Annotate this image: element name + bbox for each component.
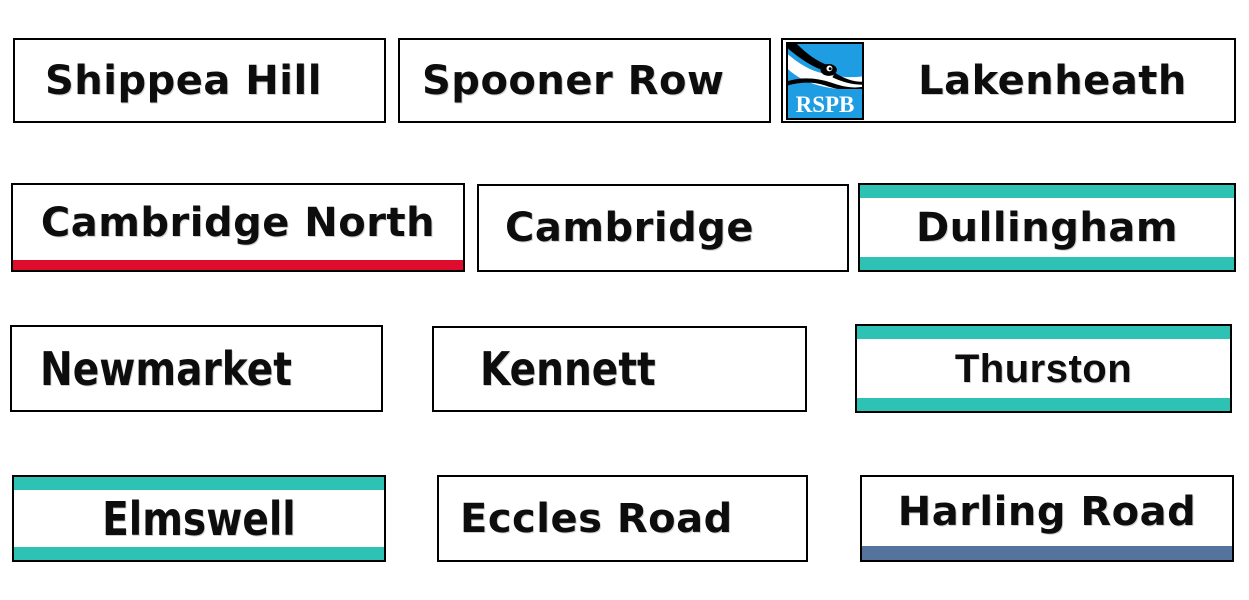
station-sign-spooner-row[interactable]: Spooner Row [398,38,771,123]
station-name: Lakenheath [918,57,1187,104]
station-sign-dullingham[interactable]: Dullingham [858,183,1236,272]
slate-bottom-stripe [862,546,1232,560]
station-name: Cambridge North [40,199,436,246]
station-sign-elmswell[interactable]: Elmswell [12,475,386,562]
station-name: Eccles Road [460,495,733,542]
station-name: Spooner Row [422,57,725,104]
station-sign-cambridge[interactable]: Cambridge [477,184,849,272]
station-name: Elmswell [102,491,296,546]
station-sign-newmarket[interactable]: Newmarket [10,325,383,412]
station-sign-harling-road[interactable]: Harling Road [860,475,1234,562]
station-name: Dullingham [915,204,1179,251]
station-sign-thurston[interactable]: Thurston [855,324,1232,413]
station-sign-eccles-road[interactable]: Eccles Road [437,475,808,562]
station-sign-shippea-hill[interactable]: Shippea Hill [13,38,386,123]
teal-top-stripe [14,477,384,490]
station-name: Cambridge [505,205,754,251]
station-name: Newmarket [40,341,292,396]
rspb-logo-label: RSPB [795,91,855,117]
rspb-bird-logo-icon: RSPB [786,41,864,120]
station-sign-cambridge-north[interactable]: Cambridge North [11,183,465,272]
station-name: Thurston [954,346,1133,391]
teal-top-stripe [860,185,1234,198]
teal-bottom-stripe [860,257,1234,270]
teal-bottom-stripe [14,547,384,560]
red-bottom-stripe [13,260,463,270]
teal-top-stripe [857,326,1230,339]
station-sign-kennett[interactable]: Kennett [432,326,807,412]
station-sign-lakenheath[interactable]: RSPB Lakenheath [781,38,1236,123]
station-name: Harling Road [897,488,1197,535]
station-name: Kennett [480,342,656,396]
teal-bottom-stripe [857,398,1230,411]
station-name: Shippea Hill [45,57,322,104]
